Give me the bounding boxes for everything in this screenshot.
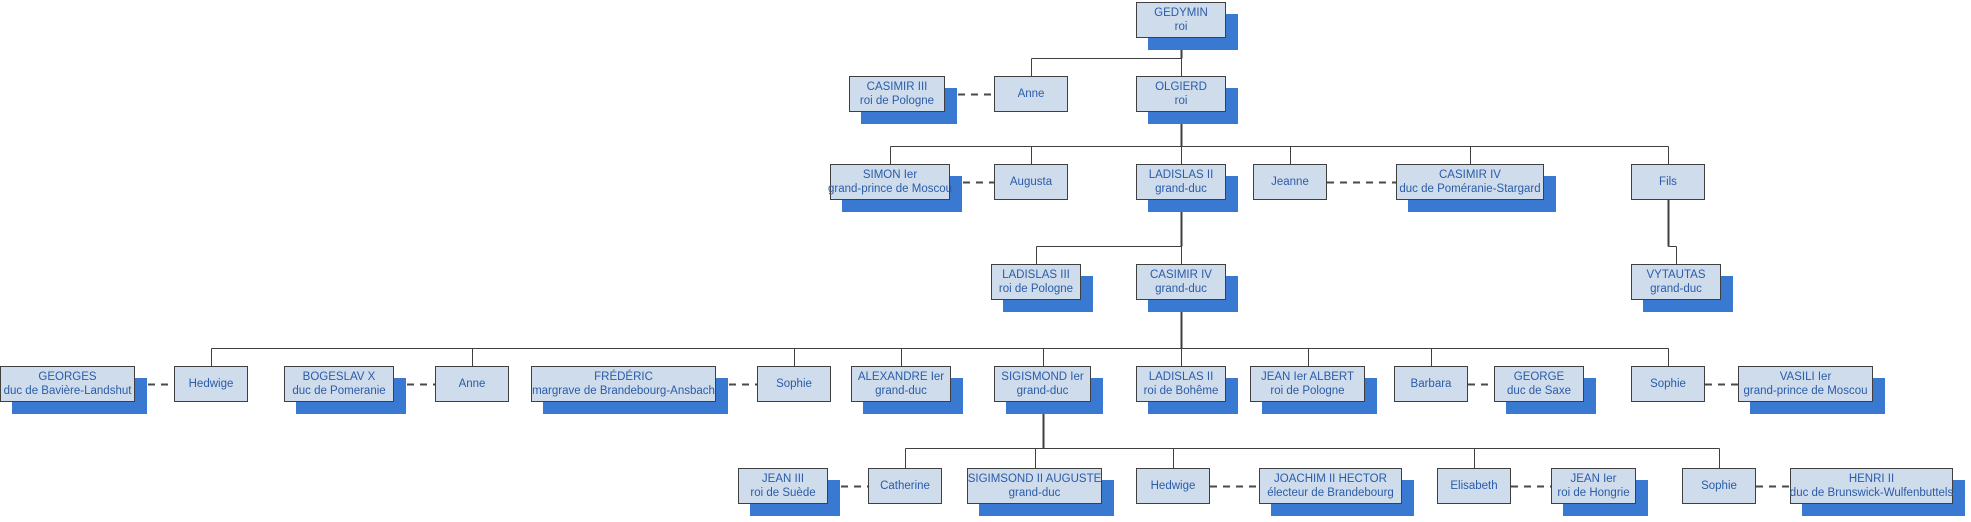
- person-title: roi de Pologne: [859, 95, 935, 107]
- person-title: grand-duc: [1155, 183, 1207, 195]
- person-name: Jeanne: [1271, 175, 1309, 188]
- person-name: VYTAUTAS: [1646, 268, 1706, 281]
- person-node[interactable]: Augusta: [994, 164, 1068, 200]
- person-node[interactable]: CASIMIR III roi de Pologne: [849, 76, 945, 112]
- person-node[interactable]: HENRI II duc de Brunswick-Wulfenbuttels: [1790, 468, 1953, 504]
- person-title: margrave de Brandebourg-Ansbach: [532, 385, 715, 397]
- person-title: électeur de Brandebourg: [1267, 487, 1394, 499]
- person-name: Augusta: [1009, 175, 1053, 188]
- person-name: Sophie: [776, 377, 812, 390]
- person-name: Anne: [1017, 87, 1045, 100]
- person-title: roi de Pologne: [998, 283, 1074, 295]
- person-name: SIGISMOND Ier: [1001, 370, 1084, 383]
- person-node[interactable]: BOGESLAV X duc de Pomeranie: [284, 366, 394, 402]
- person-name: Sophie: [1650, 377, 1686, 390]
- person-node[interactable]: Anne: [994, 76, 1068, 112]
- person-name: FRÉDÉRIC: [594, 370, 653, 383]
- person-node[interactable]: Sophie: [757, 366, 831, 402]
- person-node[interactable]: SIGISMOND Ier grand-duc: [994, 366, 1091, 402]
- person-name: JEAN Ier ALBERT: [1260, 370, 1355, 383]
- person-name: CASIMIR IV: [1439, 168, 1501, 181]
- person-title: grand-duc: [1016, 385, 1069, 397]
- person-node[interactable]: ALEXANDRE Ier grand-duc: [851, 366, 951, 402]
- person-name: CASIMIR IV: [1150, 268, 1212, 281]
- person-node[interactable]: GEORGES duc de Bavière-Landshut: [0, 366, 135, 402]
- person-title: duc de Poméranie-Stargard: [1399, 183, 1541, 195]
- person-name: BOGESLAV X: [302, 370, 376, 383]
- person-name: LADISLAS II: [1148, 168, 1214, 181]
- person-name: Barbara: [1410, 377, 1452, 390]
- person-title: grand-duc: [1008, 487, 1061, 499]
- person-node[interactable]: JEAN III roi de Suède: [738, 468, 828, 504]
- person-node[interactable]: Barbara: [1394, 366, 1468, 402]
- person-name: LADISLAS II: [1148, 370, 1214, 383]
- person-title: roi de Hongrie: [1557, 487, 1630, 499]
- person-name: VASILI Ier: [1779, 370, 1832, 383]
- person-node[interactable]: Hedwige: [1136, 468, 1210, 504]
- person-name: Hedwige: [1150, 479, 1196, 492]
- person-node[interactable]: FRÉDÉRIC margrave de Brandebourg-Ansbach: [531, 366, 716, 402]
- person-title: grand-prince de Moscou: [1743, 385, 1868, 397]
- person-title: roi de Suède: [750, 487, 816, 499]
- person-node[interactable]: VASILI Ier grand-prince de Moscou: [1738, 366, 1873, 402]
- person-node[interactable]: JOACHIM II HECTOR électeur de Brandebourg: [1259, 468, 1402, 504]
- person-name: SIGIMSOND II AUGUSTE: [967, 472, 1102, 485]
- person-title: roi: [1174, 95, 1188, 107]
- person-name: HENRI II: [1848, 472, 1895, 485]
- person-node[interactable]: GEDYMIN roi: [1136, 2, 1226, 38]
- person-title: roi de Bohême: [1143, 385, 1219, 397]
- person-node[interactable]: Elisabeth: [1437, 468, 1511, 504]
- person-title: grand-duc: [1155, 283, 1207, 295]
- person-name: LADISLAS III: [1002, 268, 1070, 281]
- person-node[interactable]: Fils: [1631, 164, 1705, 200]
- person-title: grand-duc: [875, 385, 927, 397]
- person-node[interactable]: VYTAUTAS grand-duc: [1631, 264, 1721, 300]
- person-node[interactable]: Anne: [435, 366, 509, 402]
- person-node[interactable]: GEORGE duc de Saxe: [1494, 366, 1584, 402]
- person-name: SIMON Ier: [862, 168, 918, 181]
- person-node[interactable]: Sophie: [1682, 468, 1756, 504]
- person-name: GEDYMIN: [1154, 6, 1208, 19]
- person-node[interactable]: JEAN Ier roi de Hongrie: [1551, 468, 1636, 504]
- person-title: roi de Pologne: [1270, 385, 1345, 397]
- person-name: GEORGE: [1513, 370, 1565, 383]
- person-name: Hedwige: [188, 377, 234, 390]
- person-name: Fils: [1659, 175, 1677, 188]
- person-name: JEAN III: [761, 472, 805, 485]
- person-title: duc de Brunswick-Wulfenbuttels: [1789, 487, 1954, 499]
- person-name: Elisabeth: [1450, 479, 1498, 492]
- person-node[interactable]: LADISLAS III roi de Pologne: [991, 264, 1081, 300]
- person-title: duc de Bavière-Landshut: [3, 385, 132, 397]
- person-title: roi: [1174, 21, 1188, 33]
- person-title: grand-duc: [1650, 283, 1702, 295]
- person-node[interactable]: CASIMIR IV duc de Poméranie-Stargard: [1396, 164, 1544, 200]
- person-node[interactable]: OLGIERD roi: [1136, 76, 1226, 112]
- person-node[interactable]: Sophie: [1631, 366, 1705, 402]
- person-node[interactable]: Jeanne: [1253, 164, 1327, 200]
- person-node[interactable]: LADISLAS II grand-duc: [1136, 164, 1226, 200]
- person-name: Anne: [458, 377, 486, 390]
- person-name: Sophie: [1701, 479, 1737, 492]
- person-name: Catherine: [880, 479, 930, 492]
- person-name: OLGIERD: [1155, 80, 1207, 93]
- person-title: duc de Pomeranie: [292, 385, 386, 397]
- person-name: JEAN Ier: [1570, 472, 1617, 485]
- person-name: CASIMIR III: [866, 80, 928, 93]
- person-node[interactable]: JEAN Ier ALBERT roi de Pologne: [1250, 366, 1365, 402]
- person-title: duc de Saxe: [1507, 385, 1571, 397]
- person-name: GEORGES: [38, 370, 97, 383]
- person-name: JOACHIM II HECTOR: [1274, 472, 1387, 485]
- person-title: grand-prince de Moscou: [828, 183, 953, 195]
- person-node[interactable]: Hedwige: [174, 366, 248, 402]
- person-node[interactable]: LADISLAS II roi de Bohême: [1136, 366, 1226, 402]
- person-node[interactable]: CASIMIR IV grand-duc: [1136, 264, 1226, 300]
- person-name: ALEXANDRE Ier: [857, 370, 945, 383]
- person-node[interactable]: SIGIMSOND II AUGUSTE grand-duc: [967, 468, 1102, 504]
- person-node[interactable]: Catherine: [868, 468, 942, 504]
- person-node[interactable]: SIMON Ier grand-prince de Moscou: [828, 164, 953, 200]
